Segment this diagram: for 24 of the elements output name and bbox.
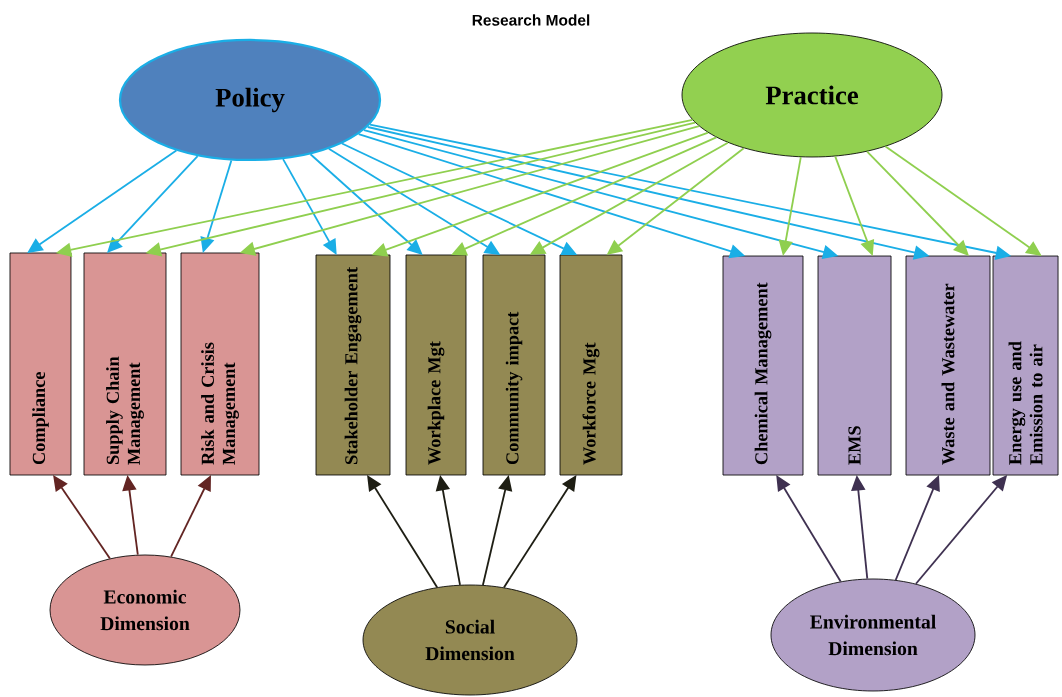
arrow [776,475,842,583]
ellipse-node: Economic Dimension [49,554,241,666]
ellipse-node: Practice [681,32,943,158]
ellipse-node: Environmental Dimension [770,578,976,692]
title: Research Model [472,14,590,26]
rotated-box: Supply Chain Management [83,252,167,476]
arrow [503,475,577,589]
rotated-box: Stakeholder Engagement [315,254,391,476]
rotated-box: Workplace Mgt [405,254,467,476]
rotated-box: Energy use and Emission to air [992,255,1059,476]
rotated-box: Workforce Mgt [559,254,623,476]
rotated-box: Chemical Management [722,255,804,476]
rotated-box: EMS [817,255,892,476]
arrow [107,155,199,253]
rotated-box: Risk and Crisis Management [180,252,260,476]
arrow [866,150,969,256]
ellipse-node: Policy [118,38,382,162]
rotated-box: Compliance [9,252,72,476]
rotated-box: Waste and Wastewater [905,255,991,476]
arrow [309,153,423,255]
ellipse-node: Social Dimension [362,584,578,696]
arrow [367,475,438,589]
rotated-box: Community impact [482,254,546,476]
arrow [53,475,111,560]
